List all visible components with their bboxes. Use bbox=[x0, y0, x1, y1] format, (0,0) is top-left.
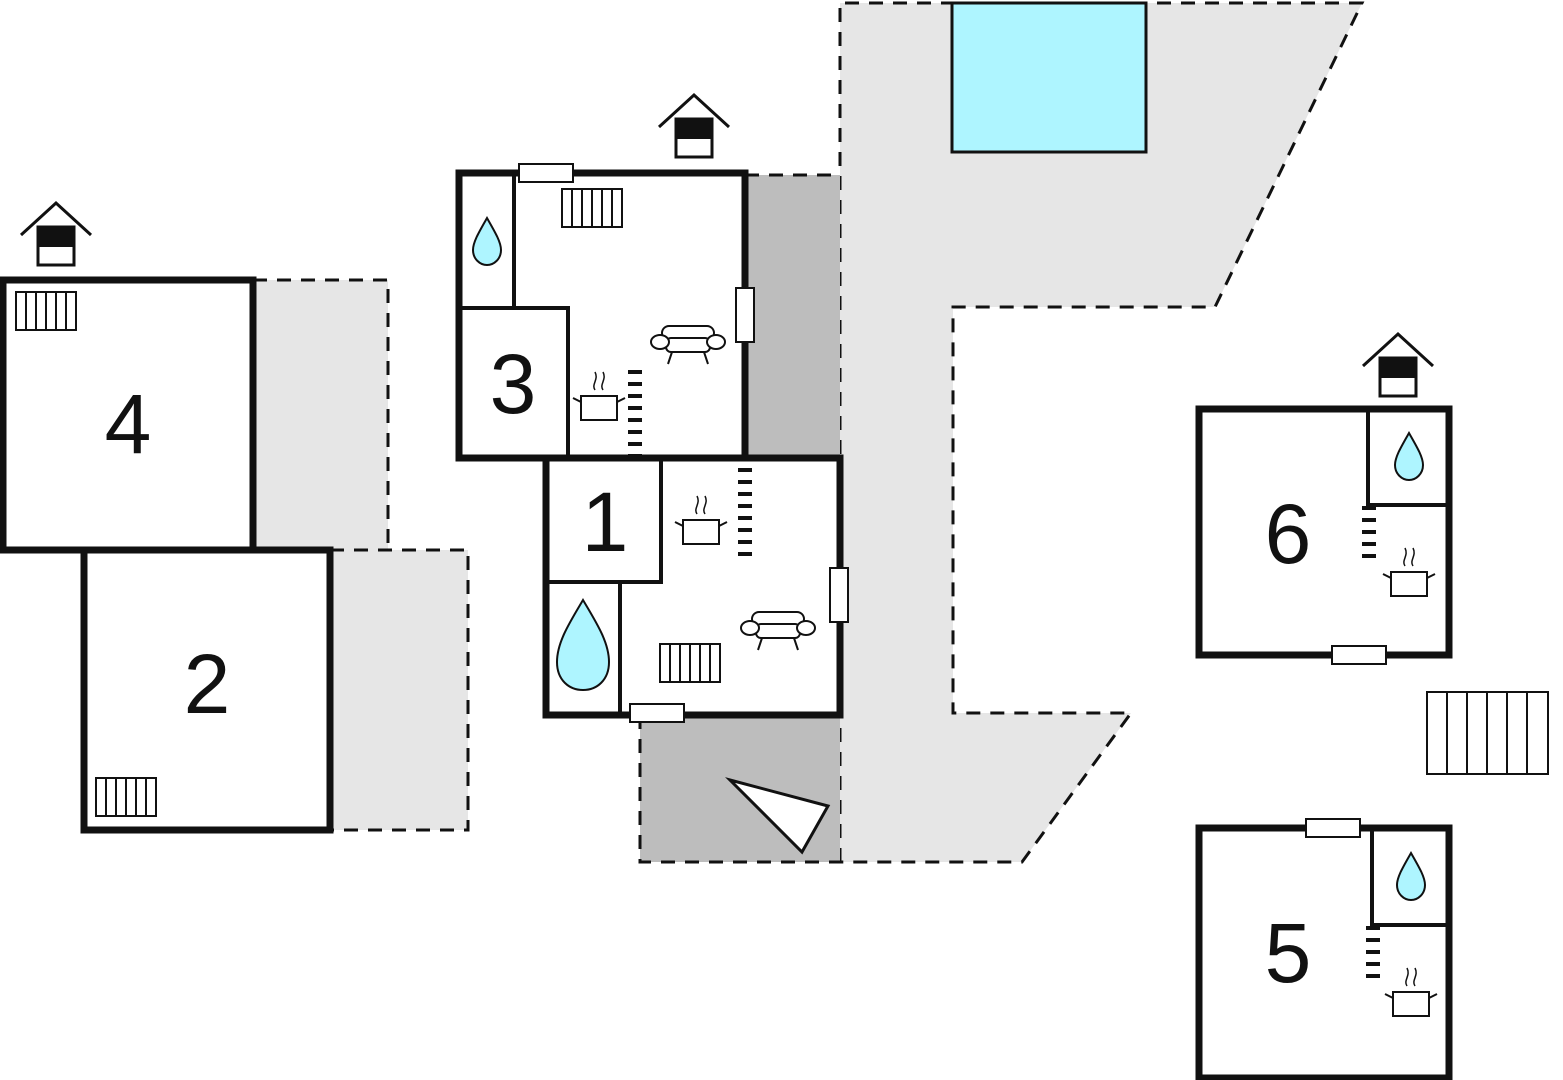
external-staircase-icon bbox=[1426, 691, 1549, 775]
swimming-pool bbox=[950, 1, 1148, 154]
unit-1 bbox=[542, 454, 849, 723]
unit-label-3: 3 bbox=[490, 337, 537, 431]
unit-4 bbox=[0, 201, 257, 554]
unit-label-4: 4 bbox=[105, 377, 152, 471]
window-icon bbox=[629, 703, 685, 723]
terrace-unit-2 bbox=[330, 550, 468, 830]
staircase-icon bbox=[1366, 926, 1380, 978]
terrace-unit-4 bbox=[253, 280, 388, 550]
terrace-main bbox=[840, 3, 1362, 862]
window-icon bbox=[1331, 645, 1387, 665]
covered-terrace-side bbox=[745, 175, 840, 460]
unit-3 bbox=[455, 93, 755, 462]
covered-terrace-entrance-outline bbox=[638, 715, 840, 864]
window-icon bbox=[518, 163, 574, 183]
unit-5 bbox=[1195, 818, 1453, 1080]
window-icon bbox=[829, 567, 849, 623]
terrace-unit-2-outline bbox=[330, 548, 470, 832]
triangle-marker-icon bbox=[725, 777, 831, 855]
unit-label-1: 1 bbox=[582, 475, 629, 569]
unit-label-2: 2 bbox=[184, 637, 231, 731]
unit-2 bbox=[80, 546, 334, 834]
terrace-unit-4-outline bbox=[253, 278, 390, 550]
unit-label-6: 6 bbox=[1265, 487, 1312, 581]
unit-label-5: 5 bbox=[1265, 906, 1312, 1000]
window-icon bbox=[1305, 818, 1361, 838]
window-icon bbox=[735, 287, 755, 343]
water-drop-icon bbox=[555, 598, 611, 692]
staircase-icon bbox=[628, 370, 642, 458]
staircase-icon bbox=[738, 468, 752, 556]
unit-6 bbox=[1195, 332, 1453, 665]
staircase-icon bbox=[1362, 506, 1376, 558]
